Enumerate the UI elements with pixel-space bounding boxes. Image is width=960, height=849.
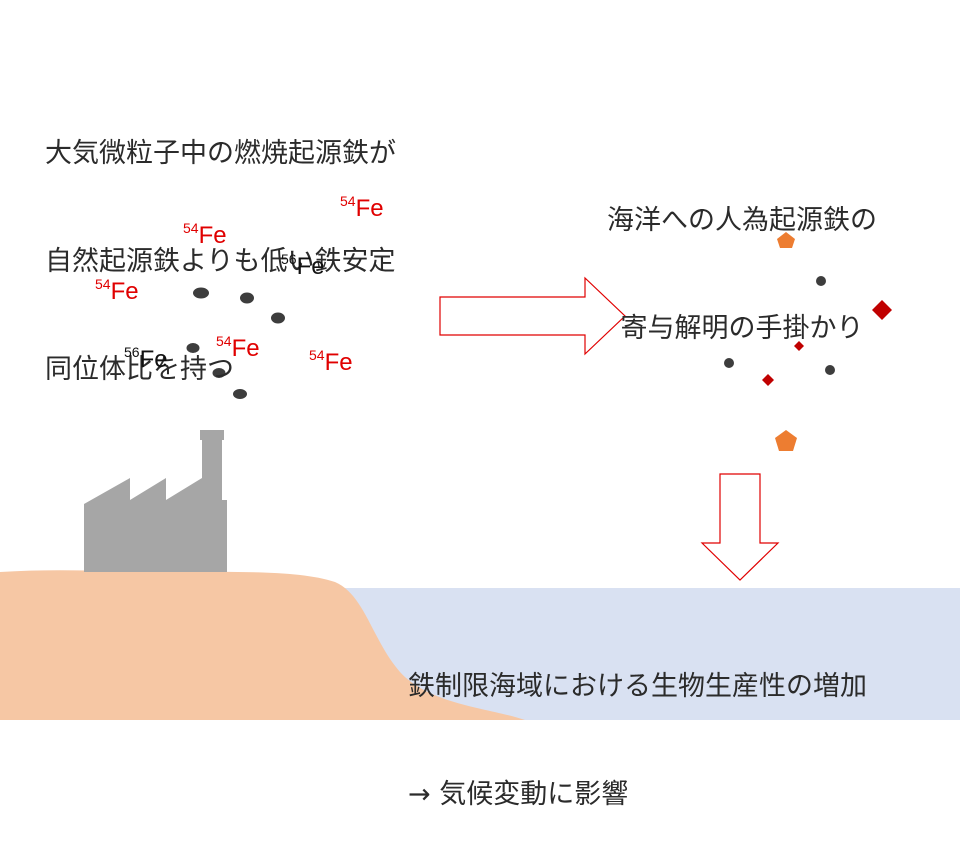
isotope-mass: 56 — [281, 251, 297, 267]
particle-dot — [724, 358, 734, 368]
pentagon-marker — [775, 430, 797, 451]
isotope-label-fe54: 54Fe — [183, 220, 227, 250]
isotope-mass: 56 — [124, 344, 140, 360]
background-art — [0, 232, 960, 720]
impact-text: 鉄制限海域における生物生産性の増加 → 気候変動に影響 — [408, 597, 867, 849]
isotope-label-fe54: 54Fe — [95, 276, 139, 306]
claim-line-2: 自然起源鉄よりも低い鉄安定 — [45, 246, 396, 277]
claim-text: 大気微粒子中の燃焼起源鉄が 自然起源鉄よりも低い鉄安定 同位体比を持つ — [45, 64, 396, 424]
particle-dot — [271, 312, 285, 324]
isotope-symbol: Fe — [231, 335, 260, 362]
result-line-2: 寄与解明の手掛かり — [620, 313, 864, 344]
diamond-marker — [794, 341, 804, 351]
particle-dot — [240, 292, 254, 304]
impact-line-1: 鉄制限海域における生物生産性の増加 — [408, 671, 867, 702]
isotope-mass: 54 — [309, 347, 325, 363]
diamond-marker — [872, 300, 892, 320]
particle-dot — [193, 287, 209, 299]
particle-dot — [816, 276, 826, 286]
isotope-symbol: Fe — [324, 349, 353, 376]
particle-dot — [825, 365, 835, 375]
land-region — [0, 570, 525, 720]
result-line-1: 海洋への人為起源鉄の — [607, 205, 877, 236]
result-text: 海洋への人為起源鉄の 寄与解明の手掛かり — [607, 131, 877, 383]
isotope-label-fe54: 54Fe — [309, 347, 353, 377]
particle-dot — [186, 343, 200, 353]
isotope-label-fe56: 56Fe — [124, 344, 168, 374]
isotope-label-fe54: 54Fe — [340, 193, 384, 223]
ocean-markers — [724, 232, 892, 451]
isotope-symbol: Fe — [110, 278, 139, 305]
isotope-mass: 54 — [216, 333, 232, 349]
particle-cluster — [186, 287, 285, 399]
right-arrow-icon — [439, 276, 626, 356]
isotope-symbol: Fe — [139, 346, 168, 373]
isotope-mass: 54 — [95, 276, 111, 292]
isotope-mass: 54 — [340, 193, 356, 209]
particle-dot — [233, 389, 247, 399]
isotope-symbol: Fe — [355, 195, 384, 222]
isotope-symbol: Fe — [296, 253, 325, 280]
impact-line-2: → 気候変動に影響 — [408, 779, 629, 810]
isotope-mass: 54 — [183, 220, 199, 236]
pentagon-marker — [777, 232, 795, 248]
down-arrow-icon — [700, 473, 780, 581]
isotope-label-fe54: 54Fe — [216, 333, 260, 363]
claim-line-3: 同位体比を持つ — [45, 354, 234, 385]
diamond-marker — [762, 374, 774, 386]
factory-icon — [84, 430, 227, 572]
particle-dot — [212, 368, 226, 378]
isotope-label-fe56: 56Fe — [281, 251, 325, 281]
claim-line-1: 大気微粒子中の燃焼起源鉄が — [45, 138, 396, 169]
isotope-symbol: Fe — [198, 222, 227, 249]
